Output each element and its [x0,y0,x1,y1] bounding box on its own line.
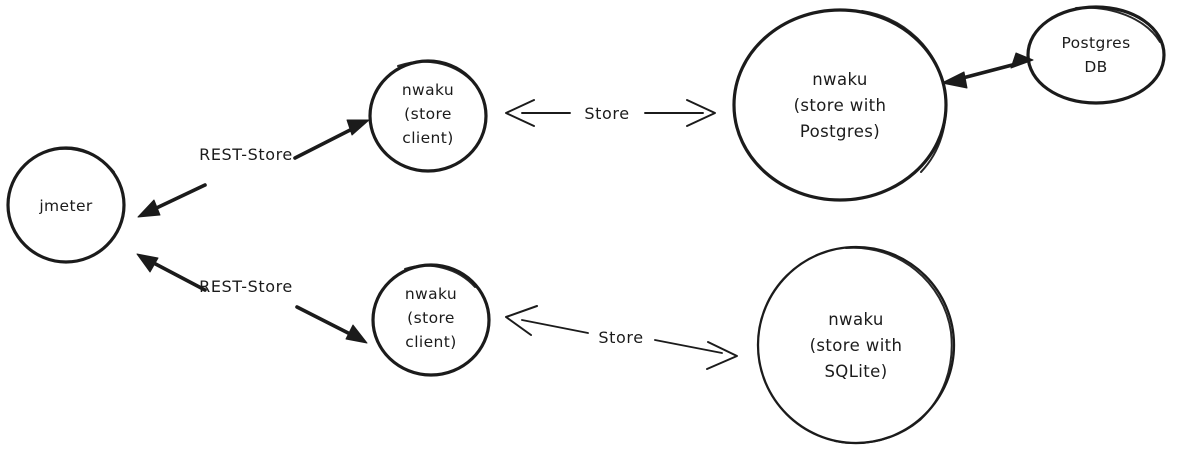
postgres-db-ellipse-outline [1026,5,1166,105]
edge-client-bottom-to-sqlite-shaft-right [654,339,723,354]
nwaku-store-client-bottom-label-line-1: (store [407,309,455,327]
node-nwaku-store-sqlite[interactable]: nwaku (store with SQLite) [756,245,956,445]
edge-client-bottom-to-sqlite-shaft-left [521,319,589,334]
edge-client-bottom-to-sqlite-arrowhead-right [706,341,738,370]
nwaku-store-postgres-label-line-0: nwaku [812,70,868,89]
jmeter-circle-sketch-stroke [57,147,115,173]
edge-client-bottom-to-sqlite-node[interactable]: Store [505,305,738,370]
edge-jmeter-to-client-bottom-arrowhead-right [345,324,368,344]
nwaku-store-client-bottom-label-line-0: nwaku [405,285,457,303]
postgres-db-label-line-1: DB [1084,58,1107,76]
nwaku-store-client-bottom-sketch-stroke [404,264,476,288]
postgres-db-label-line-0: Postgres [1061,34,1130,52]
edge-jmeter-to-client-top-shaft-right [293,123,362,160]
nwaku-store-client-top-label-line-1: (store [404,105,452,123]
node-jmeter[interactable]: jmeter [6,146,126,264]
nwaku-store-postgres-label-line-1: (store with [794,96,887,115]
nwaku-store-postgres-sketch-stroke [861,10,947,173]
edge-client-top-to-postgres-node[interactable]: Store [505,99,716,127]
edge-postgres-node-to-db-shaft [953,61,1022,82]
nwaku-store-sqlite-label-line-2: SQLite) [824,362,887,381]
edge-client-top-to-postgres-arrowhead-right [686,99,716,127]
nwaku-store-sqlite-label-line-0: nwaku [828,310,884,329]
edge-label-store-bottom: Store [598,328,643,347]
nwaku-store-client-bottom-label-line-2: client) [405,333,456,351]
edge-postgres-node-to-db-arrowhead-right [1010,52,1034,69]
jmeter-label-line-0: jmeter [38,197,93,215]
edge-postgres-node-to-db[interactable] [941,52,1034,89]
nwaku-store-client-top-circle-outline [368,59,488,173]
nwaku-store-client-top-label-line-0: nwaku [402,81,454,99]
node-nwaku-store-client-top[interactable]: nwaku (store client) [368,59,488,173]
nwaku-store-sqlite-sketch-stroke [834,246,953,445]
edge-label-rest-store-top: REST-Store [199,145,293,164]
edge-jmeter-to-client-bottom-shaft-left [146,258,207,292]
edge-label-rest-store-bottom: REST-Store [199,277,293,296]
node-postgres-db[interactable]: Postgres DB [1026,5,1166,105]
nwaku-store-client-top-label-line-2: client) [402,129,453,147]
edge-jmeter-to-client-bottom[interactable]: REST-Store [136,253,368,344]
edge-jmeter-to-client-bottom-shaft-right [295,305,358,339]
nwaku-store-client-bottom-circle-outline [371,263,491,377]
postgres-db-sketch-stroke [1075,6,1161,43]
edge-label-store-top: Store [584,104,629,123]
nwaku-store-postgres-label-line-2: Postgres) [800,122,880,141]
node-nwaku-store-postgres[interactable]: nwaku (store with Postgres) [732,8,948,202]
edge-client-top-to-postgres-arrowhead-left [505,99,535,127]
edge-client-bottom-to-sqlite-arrowhead-left [505,305,538,336]
node-nwaku-store-client-bottom[interactable]: nwaku (store client) [371,263,491,377]
edge-postgres-node-to-db-arrowhead-left [941,71,968,89]
edge-jmeter-to-client-top-arrowhead-right [346,119,370,136]
edge-jmeter-to-client-top-arrowhead-left [137,199,161,218]
jmeter-circle-outline [6,146,126,264]
nwaku-store-sqlite-label-line-1: (store with [810,336,903,355]
nwaku-store-client-top-sketch-stroke [397,60,472,81]
edge-jmeter-to-client-top[interactable]: REST-Store [137,119,370,218]
edge-jmeter-to-client-bottom-arrowhead-left [136,253,159,273]
